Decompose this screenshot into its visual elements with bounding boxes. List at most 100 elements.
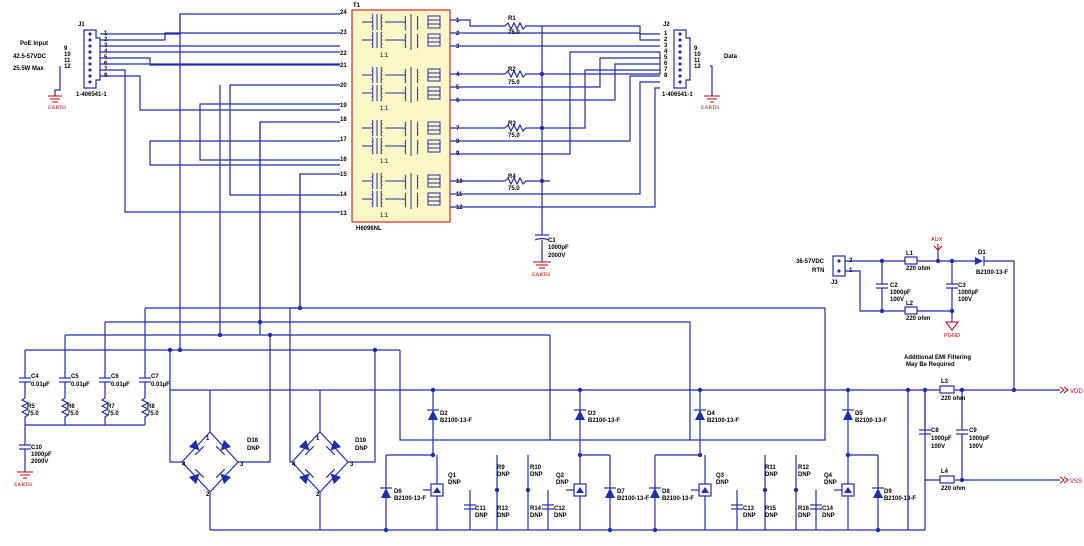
bridge-diode: [188, 439, 205, 456]
common-mode-choke: [427, 174, 441, 188]
diode-bottom: [873, 488, 883, 498]
c11-ref: C11: [475, 506, 486, 512]
c4-value: 0.01µF: [31, 382, 50, 388]
j2-pin-2: 2: [664, 37, 668, 43]
choke-coil: [404, 192, 407, 208]
diode-bottom: [650, 488, 660, 498]
d19-pin1: 1: [316, 436, 320, 442]
d18-pin1: 1: [206, 436, 210, 442]
t1-pin-16: 16: [340, 157, 347, 163]
common-mode-choke: [427, 33, 441, 47]
c10-rating: 2000V: [31, 459, 48, 465]
poe-voltage-label: 42.5-57VDC: [13, 54, 47, 60]
c8-value: 1000pF: [931, 436, 952, 442]
r7-value: 75.0: [107, 411, 119, 417]
c12-ref: C12: [554, 506, 566, 512]
c2-rating: 100V: [890, 297, 904, 303]
coil-secondary: [380, 31, 383, 49]
j1-pin-11: 11: [64, 58, 71, 64]
d18-ref: D18: [247, 438, 259, 444]
d8-part: B2100-13-F: [662, 496, 694, 502]
choke-coil: [404, 33, 407, 49]
aux-label: AUX: [931, 237, 943, 243]
c6-ref: C6: [111, 374, 119, 380]
d19-pin3: 3: [350, 462, 354, 468]
choke-coil: [416, 174, 419, 190]
common-mode-choke: [427, 192, 441, 206]
l2-value: 220 ohm: [906, 316, 930, 322]
d1-part: B2100-13-F: [976, 270, 1008, 276]
r16-note: DNP: [798, 513, 811, 519]
j2-pin-6: 6: [664, 61, 668, 67]
bridge-diode: [188, 468, 205, 485]
earth-symbol-j1: EARTH: [48, 95, 66, 111]
diode-triangle: [188, 473, 200, 485]
rc-earth-label: EARTH: [14, 482, 32, 488]
diode-bar: [304, 445, 315, 456]
poe-input-label: PoE Input: [20, 41, 48, 47]
c3-rating: 100V: [958, 297, 972, 303]
d19-note: DNP: [355, 446, 368, 452]
t1-pin-22: 22: [340, 51, 347, 57]
diode-bar: [325, 468, 336, 479]
t1-ratio-4: 1:1: [380, 213, 389, 219]
d19-ref: D19: [355, 438, 367, 444]
q1-ref: Q1: [448, 473, 457, 479]
r5-value: 75.0: [27, 411, 39, 417]
junction: [697, 452, 703, 458]
choke-coil: [416, 68, 419, 84]
j2-pin-3: 3: [664, 43, 668, 49]
l1-value: 220 ohm: [906, 266, 930, 272]
coil-secondary: [380, 119, 383, 137]
bridge-outline: [181, 431, 239, 493]
l4-value: 220 ohm: [941, 486, 965, 492]
c3-ref: C3: [958, 283, 966, 289]
t1-pin-18: 18: [340, 117, 347, 123]
t1-pin-5: 5: [456, 85, 460, 91]
q2-ref: Q2: [556, 473, 565, 479]
l1-ref: L1: [906, 251, 914, 257]
t1-pin-20: 20: [340, 83, 347, 89]
j1-part: 1-406541-1: [76, 92, 107, 98]
active-bridge: D2 B2100-13-F D3 B2100-13-F D4 B2100-13-…: [380, 387, 916, 533]
junction: [697, 387, 703, 393]
data-label: Data: [724, 54, 738, 60]
c8-ref: C8: [931, 428, 939, 434]
r11-note: DNP: [765, 472, 778, 478]
diode-triangle: [220, 439, 232, 451]
c13-note: DNP: [743, 513, 756, 519]
d19-pin4: 4: [292, 462, 296, 468]
transformer-channel: [362, 119, 441, 156]
diode-bottom: [381, 488, 391, 498]
t1-part: H6096NL: [356, 226, 382, 232]
resistors-top: R1 75.0 R2 75.0 R3 75.0 R4 75.0: [504, 16, 528, 192]
l3-ref: L3: [941, 379, 949, 385]
capacitor-c1: C1 1000pF 2000V EARTH: [532, 234, 569, 278]
l4-ref: L4: [941, 469, 949, 475]
center-tap-buses: [25, 14, 826, 441]
d4-part: B2100-13-F: [707, 418, 739, 424]
t1-pin-14: 14: [340, 192, 347, 198]
d6-ref: D6: [394, 489, 402, 495]
l3-value: 220 ohm: [941, 396, 965, 402]
bridge-diode: [298, 439, 315, 456]
d9-ref: D9: [884, 489, 892, 495]
r10-ref: R10: [530, 465, 542, 471]
coil-secondary: [380, 137, 383, 155]
t1-pin-1: 1: [456, 18, 460, 24]
c5-value: 0.01µF: [71, 382, 90, 388]
d18-note: DNP: [247, 446, 260, 452]
diode-bar: [194, 445, 205, 456]
t1-ratio-3: 1:1: [380, 159, 389, 165]
mosfet-body-diode: [433, 487, 441, 493]
resistor: [20, 397, 30, 425]
earth-label-j2: EARTH: [701, 105, 719, 111]
transformer-channel: [362, 13, 441, 50]
r1-value: 75.0: [508, 30, 520, 36]
junction: [430, 452, 436, 458]
d6-part: B2100-13-F: [394, 496, 426, 502]
transformer-channel: [362, 66, 441, 103]
common-mode-choke: [427, 139, 441, 153]
r5-ref: R5: [27, 404, 35, 410]
j2-wires: [450, 19, 661, 235]
